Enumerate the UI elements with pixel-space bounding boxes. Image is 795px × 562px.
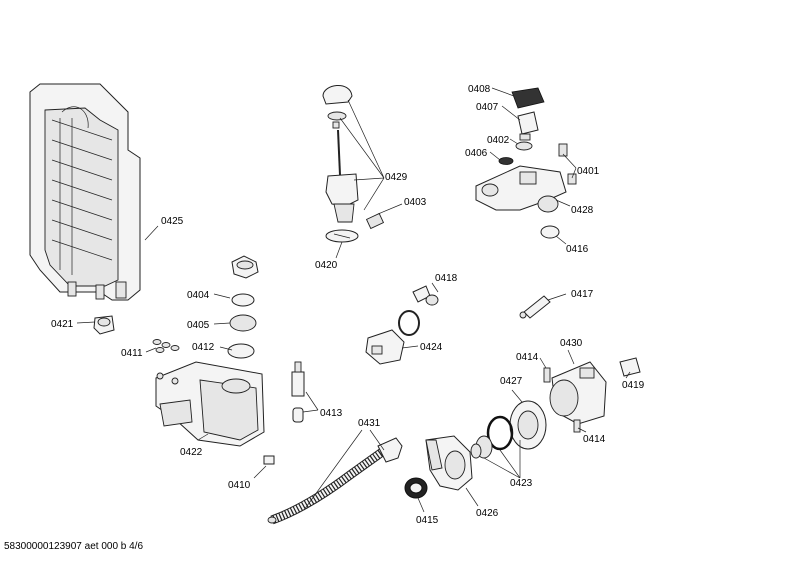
part-0424-o-ring bbox=[398, 310, 420, 336]
part-0414-clip-top bbox=[543, 367, 551, 383]
leader-0410 bbox=[253, 465, 267, 479]
label-0410: 0410 bbox=[228, 480, 251, 491]
leader-0408 bbox=[491, 87, 515, 97]
part-0416-clamp bbox=[540, 225, 560, 239]
leader-0422 bbox=[197, 433, 209, 441]
label-0423: 0423 bbox=[510, 478, 533, 489]
part-0415-seal-ring bbox=[404, 477, 428, 499]
label-0424: 0424 bbox=[420, 342, 443, 353]
leader-0429 bbox=[339, 99, 385, 211]
label-0431: 0431 bbox=[358, 418, 381, 429]
part-0414-clip-bottom bbox=[573, 419, 581, 433]
leader-0420 bbox=[335, 241, 343, 259]
label-0419: 0419 bbox=[622, 380, 645, 391]
part-0425-heat-exchanger bbox=[29, 83, 141, 301]
leader-0421 bbox=[76, 321, 96, 324]
label-0406: 0406 bbox=[465, 148, 488, 159]
part-0417-heater-element bbox=[519, 295, 551, 319]
label-0430: 0430 bbox=[560, 338, 583, 349]
leader-0424 bbox=[401, 345, 419, 349]
leader-0406 bbox=[489, 151, 501, 161]
leader-0418 bbox=[431, 282, 439, 293]
part-0412-seal bbox=[227, 343, 255, 359]
part-0404-salt-cap bbox=[231, 255, 259, 279]
label-0401: 0401 bbox=[577, 166, 600, 177]
leader-0417 bbox=[547, 293, 567, 301]
part-0402-seal bbox=[515, 141, 533, 151]
label-0421: 0421 bbox=[51, 319, 74, 330]
label-0413: 0413 bbox=[320, 408, 343, 419]
leader-0414a bbox=[539, 357, 547, 369]
label-0416: 0416 bbox=[566, 244, 589, 255]
leader-0430 bbox=[567, 349, 575, 365]
part-0431-drain-hose bbox=[267, 437, 403, 525]
leader-0415 bbox=[417, 497, 425, 513]
leader-0404 bbox=[213, 293, 231, 299]
leader-0419 bbox=[625, 371, 631, 379]
label-0404: 0404 bbox=[187, 290, 210, 301]
leader-0413 bbox=[302, 391, 319, 413]
part-0408-solenoid-cover bbox=[511, 87, 545, 109]
label-0414a: 0414 bbox=[516, 352, 539, 363]
part-0423-seals bbox=[470, 415, 514, 459]
label-0417: 0417 bbox=[571, 289, 594, 300]
label-0428: 0428 bbox=[571, 205, 594, 216]
label-0422: 0422 bbox=[180, 447, 203, 458]
leader-0412 bbox=[219, 346, 233, 351]
part-0411-gaskets bbox=[152, 339, 180, 353]
leader-0427 bbox=[511, 389, 523, 403]
label-0412: 0412 bbox=[192, 342, 215, 353]
label-0429: 0429 bbox=[385, 172, 408, 183]
leader-0407 bbox=[501, 105, 521, 121]
label-0405: 0405 bbox=[187, 320, 210, 331]
part-0424-pump-motor-block bbox=[365, 329, 405, 365]
part-0410-clip bbox=[263, 455, 275, 465]
label-0427: 0427 bbox=[500, 376, 523, 387]
leader-0426 bbox=[465, 487, 479, 507]
leader-0411 bbox=[145, 347, 157, 353]
part-0419-connector bbox=[619, 357, 641, 377]
label-0426: 0426 bbox=[476, 508, 499, 519]
part-0418-connector bbox=[412, 285, 439, 306]
leader-0416 bbox=[555, 235, 567, 245]
label-0402: 0402 bbox=[487, 135, 510, 146]
part-0422-water-softener bbox=[155, 361, 265, 447]
leader-0414b bbox=[577, 427, 587, 433]
label-0414b: 0414 bbox=[583, 434, 606, 445]
leader-0423 bbox=[483, 440, 521, 479]
leader-0405 bbox=[213, 322, 231, 325]
part-0428-valve-housing bbox=[475, 165, 567, 213]
part-0401-terminal bbox=[558, 143, 577, 185]
part-0407-solenoid-coil bbox=[517, 111, 539, 141]
leader-0431 bbox=[303, 429, 385, 511]
part-0420-float-cover bbox=[325, 229, 359, 243]
document-footer: 58300000123907 aet 000 b 4/6 bbox=[4, 541, 144, 552]
part-0429-float-switch-assembly bbox=[322, 85, 385, 230]
leader-0425 bbox=[144, 225, 159, 241]
label-0415: 0415 bbox=[416, 515, 439, 526]
part-0413-sensor bbox=[291, 361, 305, 423]
leader-0402 bbox=[509, 138, 519, 145]
label-0408: 0408 bbox=[468, 84, 491, 95]
label-0418: 0418 bbox=[435, 273, 458, 284]
part-0427-pump-cover bbox=[509, 400, 547, 450]
part-0405-cap-ring bbox=[229, 314, 257, 332]
label-0403: 0403 bbox=[404, 197, 427, 208]
part-0421-hose-clip bbox=[93, 315, 115, 335]
label-0411: 0411 bbox=[121, 348, 143, 359]
label-0407: 0407 bbox=[476, 102, 499, 113]
leader-0401 bbox=[562, 153, 577, 179]
leader-0403 bbox=[377, 203, 403, 215]
leader-0428 bbox=[555, 199, 571, 207]
part-0426-pump-housing bbox=[425, 435, 473, 491]
part-0404-ring bbox=[231, 293, 255, 307]
label-0425: 0425 bbox=[161, 216, 184, 227]
part-0406-o-ring bbox=[498, 157, 514, 165]
part-0430-pump-motor bbox=[549, 361, 607, 425]
label-0420: 0420 bbox=[315, 260, 338, 271]
